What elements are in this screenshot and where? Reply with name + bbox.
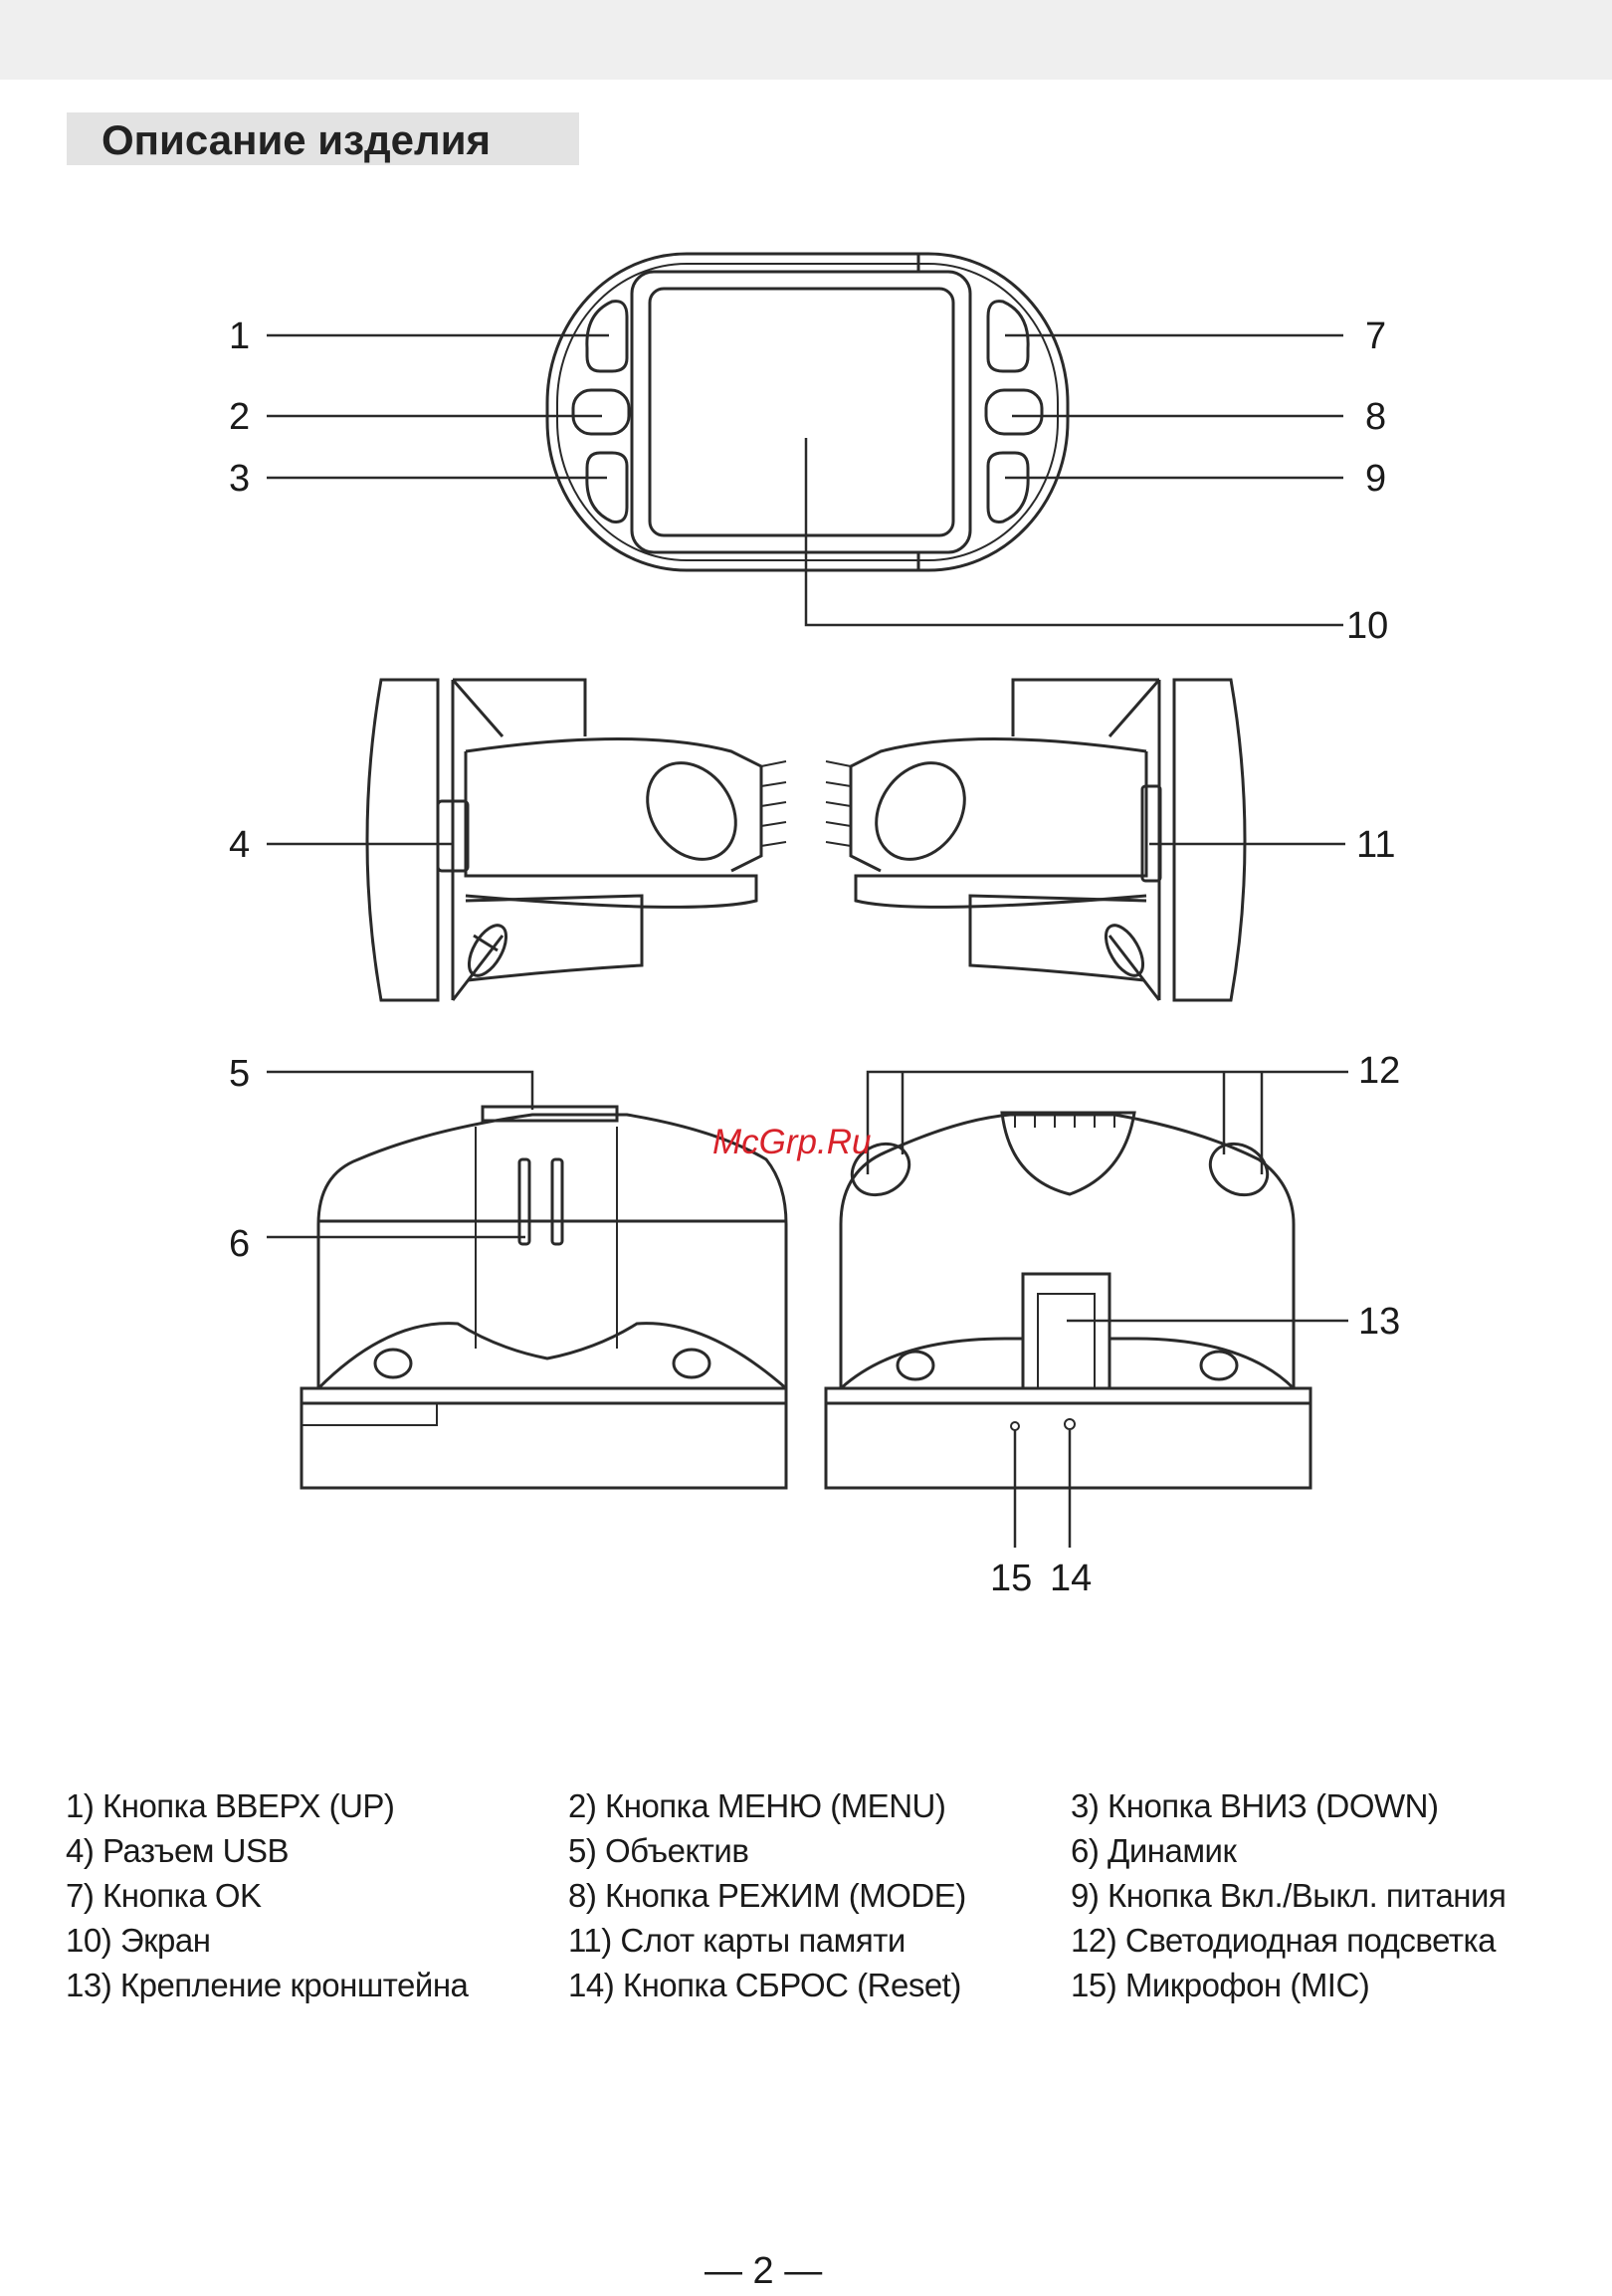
bottom-view-mount-side [824, 1111, 1312, 1490]
legend-item-4: 4) Разъем USB [66, 1832, 290, 1869]
speaker-slot-2 [550, 1157, 564, 1246]
legend-item-1: 1) Кнопка ВВЕРХ (UP) [66, 1787, 395, 1824]
legend-item-5: 5) Объектив [568, 1832, 749, 1869]
legend-item-8: 8) Кнопка РЕЖИМ (MODE) [568, 1877, 966, 1914]
callout-7: 7 [1365, 315, 1386, 357]
callout-numbers: 1 2 3 4 5 6 7 8 9 10 11 12 13 15 14 [229, 315, 1400, 1599]
legend-item-9: 9) Кнопка Вкл./Выкл. питания [1071, 1877, 1507, 1914]
product-diagram: 1 2 3 4 5 6 7 8 9 10 11 12 13 15 14 [229, 252, 1400, 1599]
legend-item-15: 15) Микрофон (MIC) [1071, 1967, 1370, 2003]
down-button-shape [585, 451, 629, 523]
bracket-mount [1021, 1272, 1111, 1390]
callout-2: 2 [229, 396, 250, 438]
section-title: Описание изделия [67, 112, 579, 165]
speaker-slot [517, 1157, 531, 1246]
leader-lines [267, 333, 1348, 1548]
legend-item-11: 11) Слот карты памяти [568, 1922, 906, 1959]
legend-item-12: 12) Светодиодная подсветка [1071, 1922, 1496, 1959]
legend-item-7: 7) Кнопка OK [66, 1877, 262, 1914]
callout-15: 15 [990, 1558, 1032, 1599]
reset-hole [1064, 1418, 1076, 1430]
parts-legend: 1) Кнопка ВВЕРХ (UP) 2) Кнопка МЕНЮ (MEN… [66, 1783, 1528, 2007]
legend-item-10: 10) Экран [66, 1922, 211, 1959]
callout-6: 6 [229, 1223, 250, 1265]
lens-dome [1000, 1111, 1136, 1196]
legend-item-2: 2) Кнопка МЕНЮ (MENU) [568, 1787, 946, 1824]
led-right [1208, 1142, 1270, 1197]
top-view-lens-side [300, 1105, 788, 1490]
callout-13: 13 [1358, 1301, 1400, 1343]
callout-11: 11 [1356, 824, 1395, 866]
legend-item-14: 14) Кнопка СБРОС (Reset) [568, 1967, 961, 2003]
callout-5: 5 [229, 1053, 250, 1095]
ok-button-shape [986, 300, 1030, 373]
mode-button-shape [984, 388, 1044, 436]
up-button-shape [585, 300, 629, 373]
callout-4: 4 [229, 824, 250, 866]
callout-1: 1 [229, 315, 250, 357]
callout-3: 3 [229, 458, 250, 500]
legend-item-6: 6) Динамик [1071, 1832, 1237, 1869]
callout-14: 14 [1050, 1558, 1092, 1599]
legend-item-3: 3) Кнопка ВНИЗ (DOWN) [1071, 1787, 1439, 1824]
legend-item-13: 13) Крепление кронштейна [66, 1967, 469, 2003]
callout-9: 9 [1365, 458, 1386, 500]
callout-10: 10 [1346, 605, 1388, 647]
power-button-shape [986, 451, 1030, 523]
callout-12: 12 [1358, 1050, 1400, 1092]
right-side-view-device [825, 678, 1247, 1002]
lens-ring [481, 1105, 619, 1123]
mic-hole [1010, 1421, 1020, 1431]
page-header-band [0, 0, 1612, 80]
front-view-device [545, 252, 1070, 572]
menu-button-shape [571, 388, 631, 436]
callout-8: 8 [1365, 396, 1386, 438]
watermark: McGrp.Ru [712, 1123, 872, 1161]
page-number: — 2 — [705, 2250, 823, 2292]
left-side-view-device [365, 678, 787, 1002]
